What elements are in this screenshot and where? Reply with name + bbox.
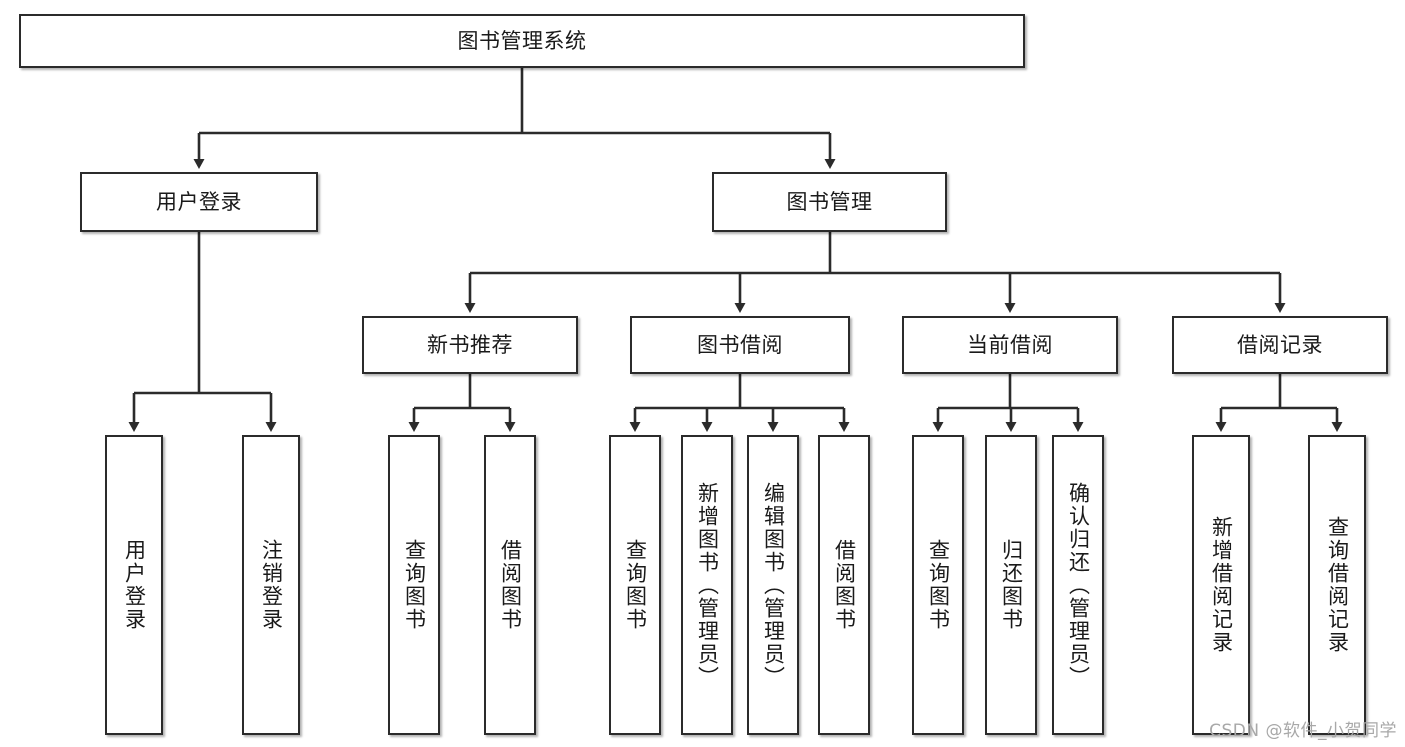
node-leaf-user-login-label: 用户登录 (122, 539, 147, 631)
node-user-login-label: 用户登录 (156, 189, 242, 214)
node-current-borrow[interactable]: 当前借阅 (902, 316, 1118, 374)
node-leaf-borrow-book-bb[interactable]: 借阅图书 (818, 435, 870, 735)
node-leaf-add-borrow-record-label: 新增借阅记录 (1209, 516, 1234, 654)
node-root-label: 图书管理系统 (457, 28, 587, 53)
node-leaf-query-book-bb-label: 查询图书 (623, 539, 648, 631)
node-leaf-borrow-book-bb-label: 借阅图书 (832, 539, 857, 631)
node-leaf-edit-book-admin-label: 编辑图书（管理员） (761, 481, 786, 689)
node-leaf-borrow-book-rec[interactable]: 借阅图书 (484, 435, 536, 735)
node-leaf-return-book-label: 归还图书 (999, 539, 1024, 631)
node-leaf-add-borrow-record[interactable]: 新增借阅记录 (1192, 435, 1250, 735)
node-leaf-add-book-admin[interactable]: 新增图书（管理员） (681, 435, 733, 735)
node-leaf-user-login[interactable]: 用户登录 (105, 435, 163, 735)
node-borrow-record[interactable]: 借阅记录 (1172, 316, 1388, 374)
node-leaf-query-book-rec-label: 查询图书 (402, 539, 427, 631)
node-leaf-confirm-return-admin[interactable]: 确认归还（管理员） (1052, 435, 1104, 735)
node-book-borrow[interactable]: 图书借阅 (630, 316, 850, 374)
node-book-manage[interactable]: 图书管理 (712, 172, 947, 232)
node-leaf-query-book-rec[interactable]: 查询图书 (388, 435, 440, 735)
node-leaf-query-borrow-record[interactable]: 查询借阅记录 (1308, 435, 1366, 735)
node-leaf-query-book-cb[interactable]: 查询图书 (912, 435, 964, 735)
node-leaf-confirm-return-admin-label: 确认归还（管理员） (1066, 481, 1091, 689)
node-current-borrow-label: 当前借阅 (967, 332, 1053, 357)
node-leaf-user-logout[interactable]: 注销登录 (242, 435, 300, 735)
node-new-book-rec[interactable]: 新书推荐 (362, 316, 578, 374)
node-new-book-rec-label: 新书推荐 (427, 332, 513, 357)
node-book-manage-label: 图书管理 (786, 189, 873, 214)
node-leaf-edit-book-admin[interactable]: 编辑图书（管理员） (747, 435, 799, 735)
node-root[interactable]: 图书管理系统 (19, 14, 1025, 68)
node-leaf-return-book[interactable]: 归还图书 (985, 435, 1037, 735)
node-leaf-query-book-bb[interactable]: 查询图书 (609, 435, 661, 735)
node-borrow-record-label: 借阅记录 (1237, 332, 1323, 357)
node-leaf-query-book-cb-label: 查询图书 (926, 539, 951, 631)
node-leaf-query-borrow-record-label: 查询借阅记录 (1325, 516, 1350, 654)
node-book-borrow-label: 图书借阅 (697, 332, 783, 357)
node-leaf-borrow-book-rec-label: 借阅图书 (498, 539, 523, 631)
node-leaf-user-logout-label: 注销登录 (259, 539, 284, 631)
node-leaf-add-book-admin-label: 新增图书（管理员） (695, 481, 720, 689)
node-user-login[interactable]: 用户登录 (80, 172, 318, 232)
